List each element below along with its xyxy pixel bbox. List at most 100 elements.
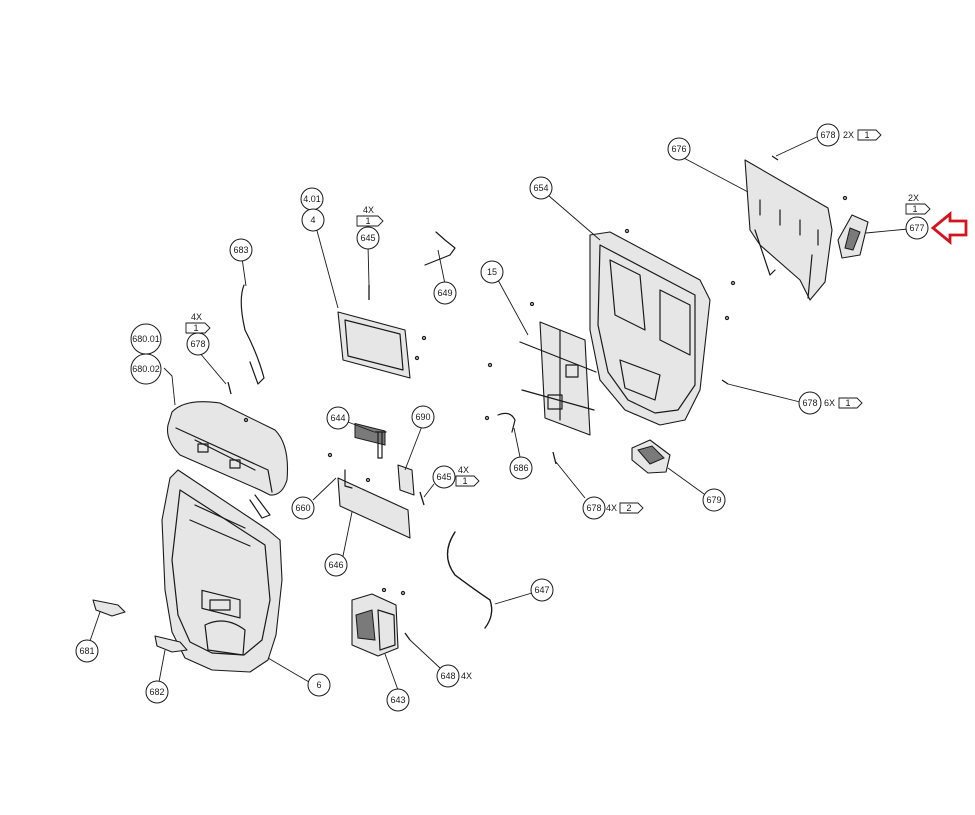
callout-label: 649 [437, 288, 452, 298]
qty-flag-value: 1 [462, 476, 467, 486]
callout-15: 15 [480, 260, 504, 284]
part-677-small-cover [837, 214, 869, 259]
highlight-arrow-icon [930, 211, 968, 245]
qty-multiplier: 4X [191, 312, 202, 322]
callout-676: 676 [667, 137, 691, 161]
callout-6: 6 [307, 673, 331, 697]
qty-678-right: 6X 1 [824, 397, 863, 409]
part-676-back-panel [744, 159, 833, 301]
callout-690: 690 [411, 405, 435, 429]
callout-682: 682 [145, 680, 169, 704]
part-682-clip [154, 635, 188, 653]
callout-648: 648 [436, 664, 460, 688]
part-644-connector [374, 431, 387, 459]
callout-654: 654 [529, 176, 553, 200]
part-679-sensor [631, 439, 671, 474]
part-6-console-housing [161, 469, 283, 673]
callout-label: 678 [190, 339, 205, 349]
qty-multiplier: 4X [461, 671, 472, 681]
qty-flag-value: 2 [626, 503, 631, 513]
callout-677: 677 [905, 216, 929, 240]
callout-680-02: 680.02 [130, 353, 162, 385]
callout-label: 648 [440, 671, 455, 681]
leader-lines [89, 135, 909, 691]
qty-678-bottom: 4X 2 [606, 502, 644, 514]
qty-flag-value: 1 [845, 398, 850, 408]
callout-4-01: 4.01 [300, 187, 324, 211]
callout-645-top: 645 [356, 226, 380, 250]
callout-label: 679 [706, 495, 721, 505]
callout-label: 645 [436, 472, 451, 482]
part-690-chip [397, 464, 415, 496]
qty-645-top: 4X 1 [356, 205, 384, 227]
callout-label: 680.01 [132, 334, 160, 344]
callout-678-right: 678 [798, 391, 822, 415]
part-654-rear-housing [589, 231, 711, 426]
callout-645-mid: 645 [432, 465, 456, 489]
callout-649: 649 [433, 281, 457, 305]
part-681-clip [92, 599, 126, 617]
qty-645-mid: 4X 1 [455, 465, 480, 487]
qty-flag-value: 1 [193, 323, 198, 333]
screw-set [227, 155, 848, 641]
qty-678-left: 4X 1 [185, 312, 211, 334]
qty-multiplier: 4X [363, 205, 374, 215]
callout-label: 646 [328, 560, 343, 570]
callout-label: 678 [802, 398, 817, 408]
callout-label: 680.02 [132, 364, 160, 374]
part-15-bracket [519, 321, 597, 436]
callout-label: 645 [360, 233, 375, 243]
callout-680-01: 680.01 [130, 323, 162, 355]
part-646-board [337, 469, 411, 539]
callout-681: 681 [75, 639, 99, 663]
part-649-cable [424, 231, 456, 266]
callout-label: 6 [316, 680, 321, 690]
qty-multiplier: 4X [606, 503, 617, 513]
qty-flag-value: 1 [365, 216, 370, 226]
callout-643: 643 [386, 688, 410, 712]
callout-4: 4 [301, 208, 325, 232]
part-686-cable [497, 412, 516, 433]
callout-label: 678 [820, 130, 835, 140]
callout-label: 677 [909, 223, 924, 233]
callout-679: 679 [702, 488, 726, 512]
callout-label: 647 [534, 585, 549, 595]
callout-646: 646 [324, 553, 348, 577]
callout-label: 682 [149, 687, 164, 697]
qty-678-top: 2X 1 [843, 129, 882, 141]
part-4-pcb-board [337, 311, 411, 446]
qty-multiplier: 2X [843, 130, 854, 140]
callout-label: 15 [487, 267, 497, 277]
callout-644: 644 [326, 406, 350, 430]
callout-label: 683 [233, 245, 248, 255]
callout-678-top: 678 [816, 123, 840, 147]
callout-683: 683 [229, 238, 253, 262]
callout-678-left: 678 [186, 332, 210, 356]
callout-label: 660 [295, 503, 310, 513]
callout-label: 643 [390, 695, 405, 705]
callout-label: 676 [671, 144, 686, 154]
qty-677: 2X 1 [905, 193, 931, 215]
callout-647: 647 [530, 578, 554, 602]
callout-label: 678 [586, 503, 601, 513]
qty-flag-value: 1 [864, 130, 869, 140]
callout-label: 681 [79, 646, 94, 656]
callout-label: 654 [533, 183, 548, 193]
callout-label: 4 [310, 215, 315, 225]
qty-648: 4X [461, 671, 472, 681]
qty-multiplier: 4X [458, 465, 469, 475]
part-680-upper-bezel [166, 401, 289, 519]
qty-multiplier: 6X [824, 398, 835, 408]
callout-label: 644 [330, 413, 345, 423]
callout-label: 686 [513, 463, 528, 473]
qty-flag-value: 1 [912, 204, 917, 214]
callout-label: 4.01 [303, 194, 321, 204]
callout-678-bottom: 678 [582, 496, 606, 520]
qty-multiplier: 2X [908, 193, 919, 203]
part-647-cable [446, 531, 493, 629]
part-683-cable [240, 284, 265, 385]
part-643-mechanism [351, 593, 399, 657]
callout-686: 686 [509, 456, 533, 480]
callout-660: 660 [291, 496, 315, 520]
